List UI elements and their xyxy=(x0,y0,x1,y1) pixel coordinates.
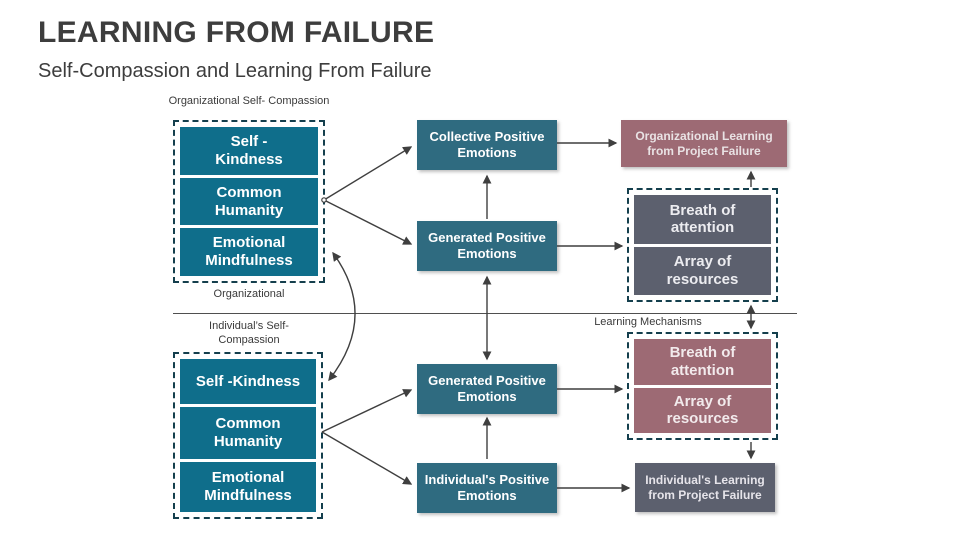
box-org-self-kindness: Self - Kindness xyxy=(180,127,318,175)
box-ind-emotional-mindfulness: Emotional Mindfulness xyxy=(180,462,316,512)
arrow-org-to-generated-top xyxy=(323,199,413,245)
arrow-org-to-collective xyxy=(323,146,413,201)
label-learning-mechanisms: Learning Mechanisms xyxy=(594,316,702,328)
individual-self-compassion-group: Self -Kindness Common Humanity Emotional… xyxy=(173,352,323,519)
box-ind-array-of-resources: Array of resources xyxy=(634,387,771,433)
box-organizational-learning-from-project-failure: Organizational Learning from Project Fai… xyxy=(621,120,787,167)
box-ind-common-humanity: Common Humanity xyxy=(180,406,316,460)
box-ind-breath-of-attention: Breath of attention xyxy=(634,339,771,385)
arrow-org-ind-curved-double xyxy=(328,251,356,382)
box-individuals-learning-from-project-failure: Individual's Learning from Project Failu… xyxy=(635,463,775,512)
box-org-generated-positive-emotions: Generated Positive Emotions xyxy=(417,221,557,271)
box-org-emotional-mindfulness: Emotional Mindfulness xyxy=(180,228,318,277)
org-self-compassion-group: Self - Kindness Common Humanity Emotiona… xyxy=(173,120,325,283)
box-ind-generated-positive-emotions: Generated Positive Emotions xyxy=(417,364,557,414)
label-organizational: Organizational xyxy=(213,288,285,300)
arrow-ind-to-generated-bottom xyxy=(321,389,413,433)
ind-learning-mechanisms-group: Breath of attention Array of resources xyxy=(627,332,778,440)
label-organizational-self-compassion: Organizational Self- Compassion xyxy=(168,95,330,107)
org-individual-divider-line xyxy=(173,313,797,314)
page-title: LEARNING FROM FAILURE xyxy=(38,16,435,49)
box-collective-positive-emotions: Collective Positive Emotions xyxy=(417,120,557,170)
box-org-breath-of-attention: Breath of attention xyxy=(634,195,771,244)
box-org-common-humanity: Common Humanity xyxy=(180,177,318,226)
page-subtitle: Self-Compassion and Learning From Failur… xyxy=(38,60,432,82)
box-ind-self-kindness: Self -Kindness xyxy=(180,359,316,404)
box-org-array-of-resources: Array of resources xyxy=(634,246,771,295)
box-individuals-positive-emotions: Individual's Positive Emotions xyxy=(417,463,557,513)
arrow-ind-to-ind-positive xyxy=(321,431,413,485)
org-learning-mechanisms-group: Breath of attention Array of resources xyxy=(627,188,778,302)
label-individuals-self-compassion: Individual’s Self- Compassion xyxy=(209,320,289,346)
